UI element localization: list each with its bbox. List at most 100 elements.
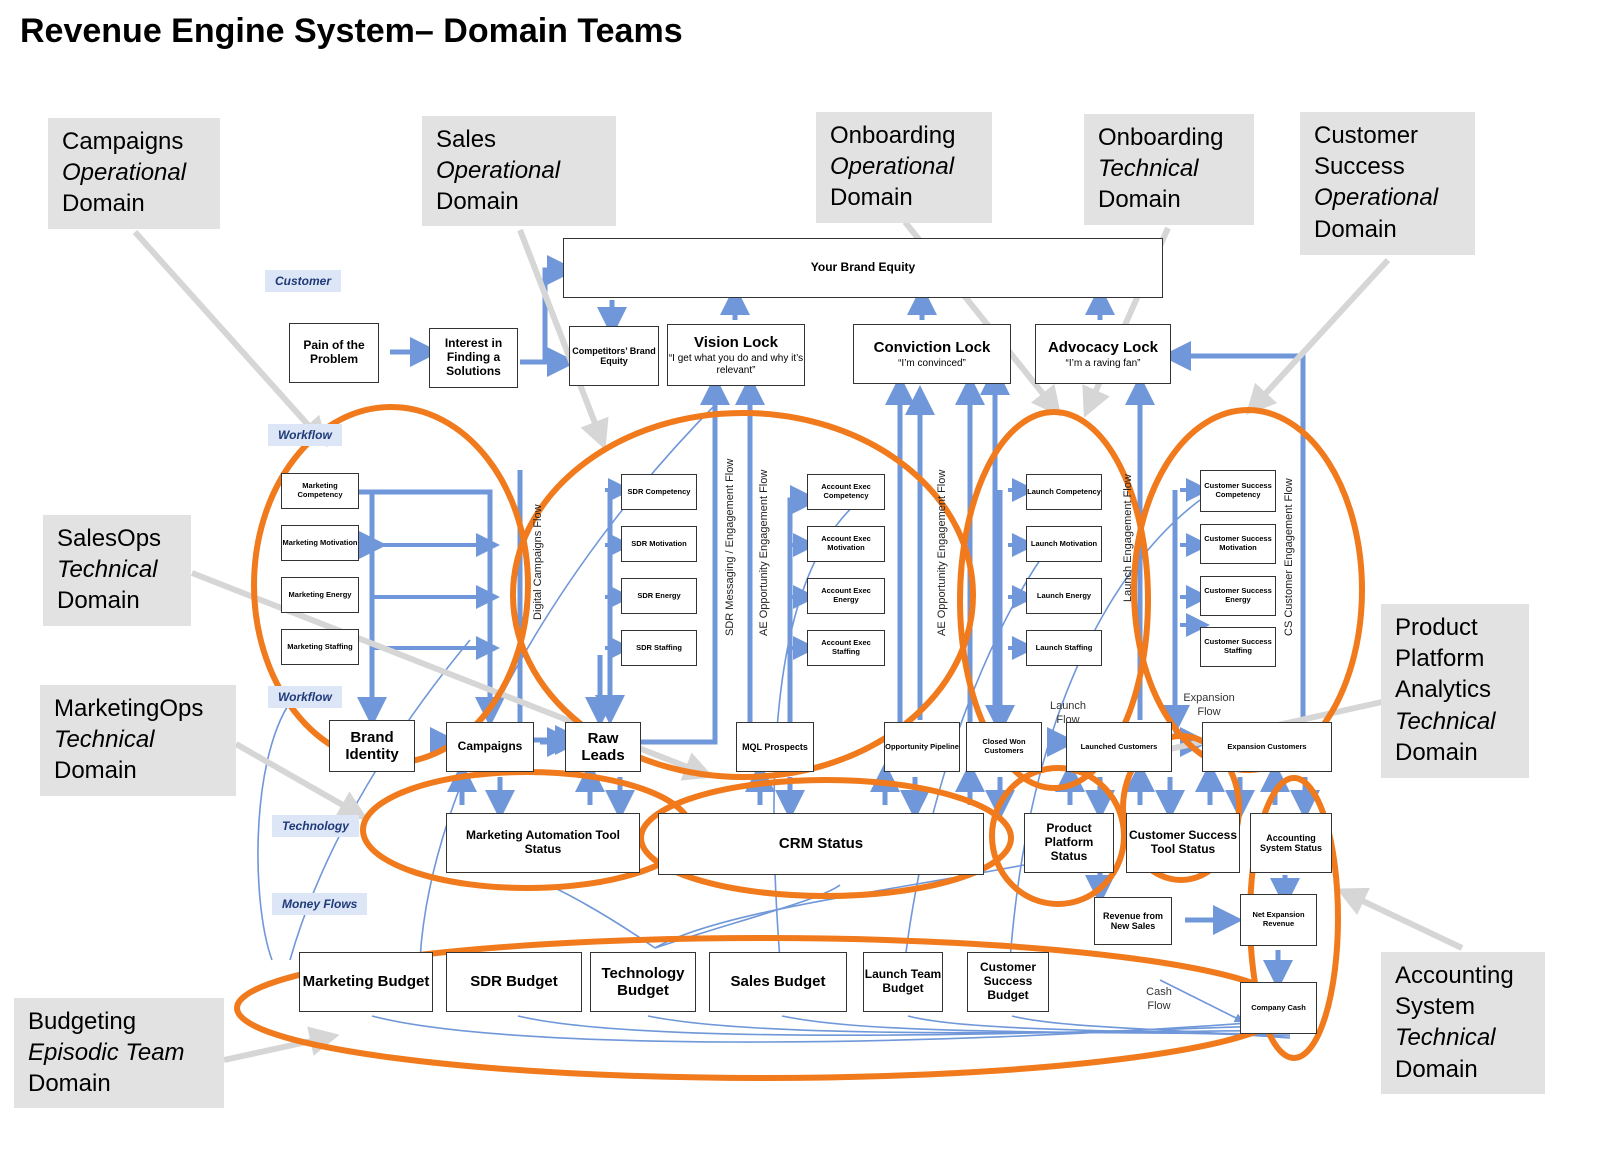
cash-flow-label: Cash Flow xyxy=(1146,986,1172,1012)
callout-marketingops-l3: Domain xyxy=(54,757,137,785)
page-title: Revenue Engine System– Domain Teams xyxy=(20,12,683,50)
raw-leads-box: Raw Leads xyxy=(565,722,641,772)
closed-won-label: Closed Won Customers xyxy=(982,737,1026,755)
cs-staffing-box: Customer Success Staffing xyxy=(1200,627,1276,667)
ae-staffing-label: Account Exec Staffing xyxy=(821,638,871,656)
ae-energy-label: Account Exec Energy xyxy=(821,586,871,604)
callout-product-platform: Product Platform Analytics Technical Dom… xyxy=(1381,604,1529,778)
raw-leads-label: Raw Leads xyxy=(581,729,625,764)
marketing-staffing-label: Marketing Staffing xyxy=(287,641,353,651)
lane-customer: Customer xyxy=(265,270,342,292)
callout-cs-l4: Domain xyxy=(1314,215,1397,243)
callout-salesops-l1: SalesOps xyxy=(57,525,162,552)
ppa-label: Product Platform Status xyxy=(1044,821,1094,863)
ppa-box: Product Platform Status xyxy=(1024,813,1114,873)
sdr-energy-box: SDR Energy xyxy=(621,578,697,614)
sdr-staffing-box: SDR Staffing xyxy=(621,630,697,666)
pain-box: Pain of the Problem xyxy=(289,323,379,383)
ae-motivation-box: Account Exec Motivation xyxy=(807,526,885,562)
ae-competency-box: Account Exec Competency xyxy=(807,474,885,510)
launch-staffing-label: Launch Staffing xyxy=(1035,642,1093,652)
callout-onboarding-op-l2: Operational xyxy=(830,153,955,181)
ae-competency-label: Account Exec Competency xyxy=(821,482,871,500)
cst-box: Customer Success Tool Status xyxy=(1126,813,1240,873)
callout-budgeting-l2: Episodic Team xyxy=(28,1039,185,1067)
sdr-competency-label: SDR Competency xyxy=(627,486,691,496)
marketing-budget-box: Marketing Budget xyxy=(299,952,433,1012)
campaigns-label: Campaigns xyxy=(457,739,523,754)
callout-onboarding-op-l1: Onboarding xyxy=(830,122,956,149)
launch-flow-label: Launch Flow xyxy=(1049,700,1087,726)
cs-motivation-box: Customer Success Motivation xyxy=(1200,524,1276,564)
advocacy-lock-title: Advocacy Lock xyxy=(1047,338,1159,356)
callout-budgeting: Budgeting Episodic Team Domain xyxy=(14,998,224,1108)
sdr-motivation-label: SDR Motivation xyxy=(631,538,687,548)
ae-energy-box: Account Exec Energy xyxy=(807,578,885,614)
callout-onboarding-op-l3: Domain xyxy=(830,184,913,212)
callout-onboarding-technical: Onboarding Technical Domain xyxy=(1084,114,1254,225)
launch-engagement-label: Launch Engagement Flow xyxy=(1122,474,1134,602)
mat-label: Marketing Automation Tool Status xyxy=(466,828,620,856)
callout-campaigns-l1: Campaigns xyxy=(62,128,184,155)
expansion-flow-label: Expansion Flow xyxy=(1183,692,1235,718)
marketing-energy-box: Marketing Energy xyxy=(281,577,359,613)
sdr-competency-box: SDR Competency xyxy=(621,474,697,510)
digital-flow-label: Digital Campaigns Flow xyxy=(532,504,544,620)
marketing-competency-box: Marketing Competency xyxy=(281,473,359,509)
callout-customer-success: Customer Success Operational Domain xyxy=(1300,112,1475,255)
lane-workflow-top: Workflow xyxy=(268,424,342,446)
cs-budget-box: Customer Success Budget xyxy=(967,952,1049,1012)
cs-engagement-label: CS Customer Engagement Flow xyxy=(1283,478,1295,636)
callout-onboarding-tech-l3: Domain xyxy=(1098,186,1181,214)
launch-team-budget-label: Launch Team Budget xyxy=(864,967,942,995)
technology-budget-label: Technology Budget xyxy=(601,964,685,999)
cs-competency-box: Customer Success Competency xyxy=(1200,470,1276,512)
mat-box: Marketing Automation Tool Status xyxy=(446,813,640,873)
expansion-label: Expansion Customers xyxy=(1227,741,1307,751)
callout-sales: Sales Operational Domain xyxy=(422,116,616,226)
callout-sales-l2: Operational xyxy=(436,157,561,185)
launch-team-budget-box: Launch Team Budget xyxy=(863,952,943,1012)
callout-campaigns-l2: Operational xyxy=(62,159,187,187)
ae-staffing-box: Account Exec Staffing xyxy=(807,630,885,666)
interest-label: Interest in Finding a Solutions xyxy=(444,336,503,378)
ae-flow2-label: AE Opportunity Engagement Flow xyxy=(936,469,948,636)
opportunity-label: Opportunity Pipeline xyxy=(885,741,959,751)
marketing-motivation-label: Marketing Motivation xyxy=(282,537,358,547)
pain-label: Pain of the Problem xyxy=(303,338,365,366)
launch-staffing-box: Launch Staffing xyxy=(1026,630,1102,666)
brand-equity-label: Your Brand Equity xyxy=(810,260,916,275)
vision-lock-sub: “I get what you do and why it’s relevant… xyxy=(668,353,804,376)
lane-workflow: Workflow xyxy=(268,686,342,708)
workflow-branch-arrows xyxy=(372,478,1210,660)
brand-identity-label: Brand Identity xyxy=(345,728,399,763)
callout-onboarding-operational: Onboarding Operational Domain xyxy=(816,112,992,223)
closed-won-box: Closed Won Customers xyxy=(966,722,1042,772)
callout-accounting: Accounting System Technical Domain xyxy=(1381,952,1545,1094)
callout-salesops: SalesOps Technical Domain xyxy=(43,515,191,626)
launch-competency-box: Launch Competency xyxy=(1026,474,1102,510)
crm-box: CRM Status xyxy=(658,813,984,875)
marketing-staffing-box: Marketing Staffing xyxy=(281,629,359,665)
marketing-motivation-box: Marketing Motivation xyxy=(281,525,359,561)
marketing-competency-label: Marketing Competency xyxy=(297,481,343,499)
callout-accounting-l2: System xyxy=(1395,993,1476,1021)
brand-identity-box: Brand Identity xyxy=(329,720,415,772)
sdr-energy-label: SDR Energy xyxy=(637,590,681,600)
cs-motivation-label: Customer Success Motivation xyxy=(1204,534,1272,552)
net-expansion-label: Net Expansion Revenue xyxy=(1252,910,1305,928)
acct-label: Accounting System Status xyxy=(1259,832,1323,853)
launch-energy-box: Launch Energy xyxy=(1026,578,1102,614)
mql-box: MQL Prospects xyxy=(736,722,814,772)
sdr-budget-label: SDR Budget xyxy=(470,973,558,991)
acct-box: Accounting System Status xyxy=(1250,813,1332,873)
callout-campaigns-l3: Domain xyxy=(62,190,145,218)
callout-ppa-l4: Technical xyxy=(1395,707,1496,735)
cst-label: Customer Success Tool Status xyxy=(1128,828,1238,856)
cs-energy-box: Customer Success Energy xyxy=(1200,576,1276,616)
ae-motivation-label: Account Exec Motivation xyxy=(821,534,871,552)
launched-box: Launched Customers xyxy=(1066,722,1172,772)
callout-accounting-l4: Domain xyxy=(1395,1055,1478,1083)
callout-budgeting-l3: Domain xyxy=(28,1070,111,1098)
ae-flow-label: AE Opportunity Engagement Flow xyxy=(758,469,770,636)
